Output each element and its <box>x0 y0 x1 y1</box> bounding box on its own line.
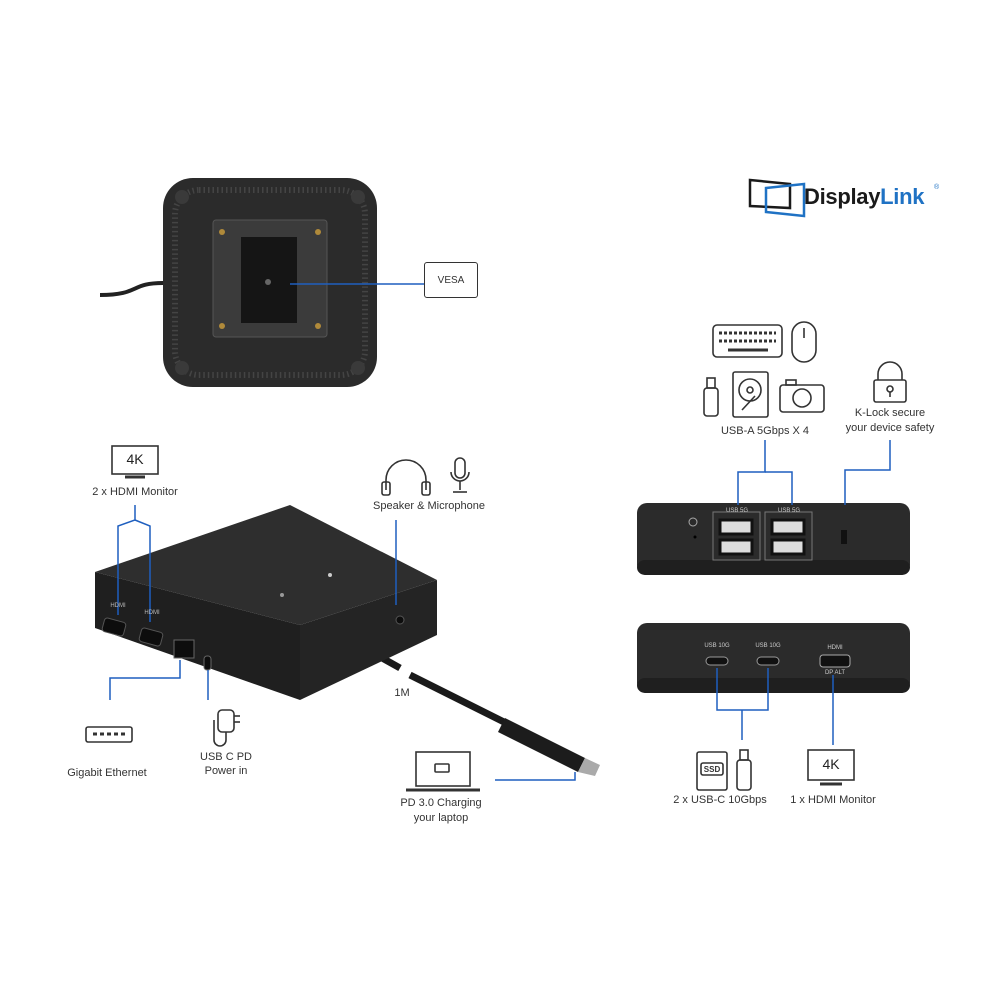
camera-icon <box>779 379 825 413</box>
usb-c-power-port <box>203 655 212 671</box>
usb-10g-port-label: USB 10G <box>704 643 730 649</box>
laptop-charging-icon <box>406 751 480 792</box>
usb-stick-icon <box>703 377 719 417</box>
hdmi-port-label: HDMI <box>827 645 843 651</box>
rubber-foot <box>175 190 189 204</box>
hdmi-port <box>819 654 851 668</box>
rubber-foot <box>351 361 365 375</box>
keyboard-icon <box>712 324 783 358</box>
usb-a-port <box>718 518 754 536</box>
rubber-foot <box>175 361 189 375</box>
klock-label-line1: K-Lock secure <box>854 407 926 419</box>
usb-c-port <box>705 656 729 666</box>
usb-c-connector <box>498 718 585 772</box>
usb-10g-port-label: USB 10G <box>755 643 781 649</box>
power-label-line2: Power in <box>204 765 248 777</box>
dock-side-face <box>300 580 437 700</box>
hard-drive-icon <box>732 371 769 418</box>
usb-a-port <box>718 538 754 556</box>
registered-mark: ® <box>934 184 940 191</box>
lock-icon <box>873 361 907 403</box>
logo-text-dark: Display <box>804 184 881 209</box>
port-label-hdmi: HDMI <box>144 610 160 616</box>
headphones-icon <box>381 459 431 496</box>
dp-alt-label: DP ALT <box>824 670 846 676</box>
dock-bottom-view <box>99 178 377 387</box>
klock-label-line2: your device safety <box>845 422 935 434</box>
right-callout-lines <box>716 440 891 745</box>
usb-c-stick-icon <box>736 749 752 791</box>
usb-a-port <box>770 538 806 556</box>
usb-c-port <box>756 656 780 666</box>
dock-top-face <box>95 505 437 625</box>
main-callout-lines <box>109 505 576 781</box>
monitor-icon-text: 4K <box>822 756 840 772</box>
dock-main-device <box>95 505 600 776</box>
microphone-icon <box>450 457 470 493</box>
ethernet-port <box>173 639 195 659</box>
ethernet-icon <box>85 726 133 743</box>
charging-label-line2: your laptop <box>413 812 469 824</box>
usb-a-label: USB-A 5Gbps X 4 <box>720 425 810 437</box>
displaylink-logo-mark <box>748 178 806 218</box>
monitor-icon <box>807 749 855 786</box>
port-label-hdmi: HDMI <box>110 603 126 609</box>
ssd-icon-text: SSD <box>703 765 721 774</box>
usb-a-port <box>770 518 806 536</box>
dock-front-view <box>637 623 910 693</box>
displaylink-logo: DisplayLink ® <box>748 176 948 218</box>
monitor-icon-text: 4K <box>126 451 144 467</box>
usb-5g-port-label: USB 5G <box>725 508 749 514</box>
usb-5g-port-label: USB 5G <box>777 508 801 514</box>
rubber-foot <box>351 190 365 204</box>
hdmi-port <box>101 617 127 637</box>
cable-length-label: 1M <box>394 687 410 699</box>
hdmi-monitor-label: 1 x HDMI Monitor <box>790 794 876 806</box>
vent-grille <box>172 187 368 378</box>
power-cable <box>99 281 164 297</box>
hdmi-monitor-label: 2 x HDMI Monitor <box>92 486 178 498</box>
power-adapter-icon <box>213 709 240 747</box>
dock-rear-view <box>637 503 910 575</box>
kensington-slot <box>841 530 847 544</box>
audio-label: Speaker & Microphone <box>373 500 485 512</box>
power-label-line1: USB C PD <box>200 751 252 763</box>
usb-c-label: 2 x USB-C 10Gbps <box>673 794 767 806</box>
monitor-icon <box>111 445 159 479</box>
mouse-icon <box>791 321 817 363</box>
charging-label-line1: PD 3.0 Charging <box>400 797 482 809</box>
logo-text-blue: Link <box>880 184 925 209</box>
usb-c-plug <box>578 758 600 776</box>
audio-jack <box>395 615 405 625</box>
vesa-label: VESA <box>424 262 478 298</box>
hdmi-port <box>138 627 164 647</box>
ssd-icon <box>696 751 728 791</box>
dock-front-face <box>95 572 300 700</box>
ethernet-label: Gigabit Ethernet <box>67 767 147 779</box>
